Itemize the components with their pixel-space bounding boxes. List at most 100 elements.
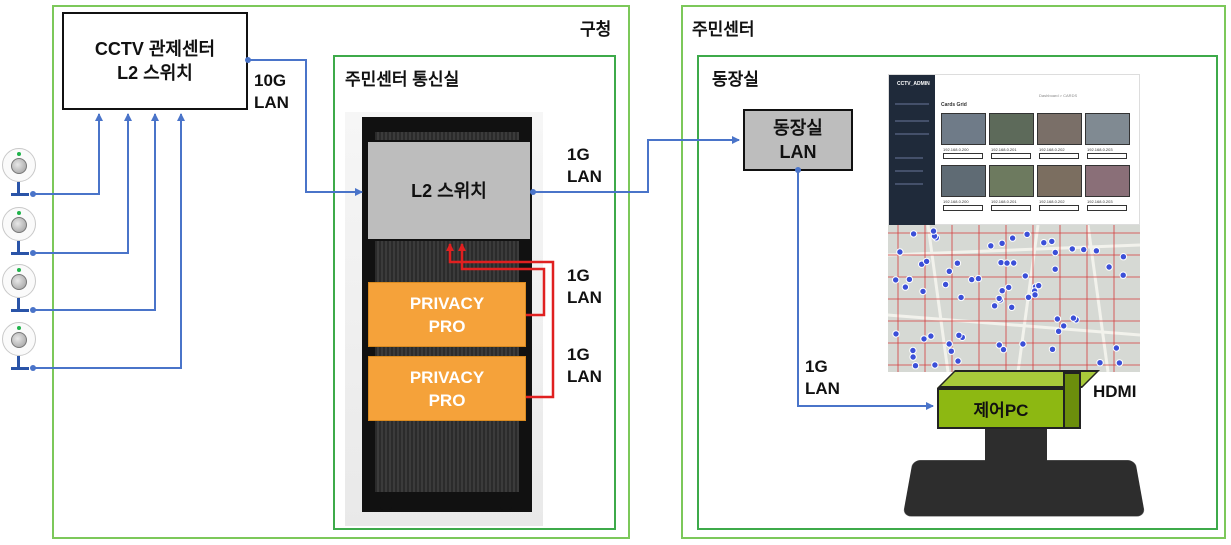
camera-feed-ip: 192.168.0.200 [943, 147, 969, 152]
camera-marker-icon [929, 227, 938, 235]
monitor-sidebar-line [895, 133, 929, 135]
link-1g-switch-speed: 1G [567, 145, 590, 164]
camera-feed-thumbnail [1037, 165, 1082, 197]
camera-marker-icon [945, 340, 953, 348]
link-1g-privacy-2-type: LAN [567, 367, 602, 386]
dong-lan-box: 동장실 LAN [743, 109, 853, 171]
camera-feed-caption-box [1039, 205, 1079, 211]
camera-marker-icon [990, 302, 999, 310]
camera-marker-icon [995, 294, 1003, 303]
camera-marker-icon [953, 259, 962, 267]
link-1g-privacy-1-speed: 1G [567, 266, 590, 285]
camera-marker-icon [1024, 293, 1033, 302]
camera-feed-ip: 192.168.0.200 [943, 199, 969, 204]
camera-mount [17, 356, 20, 368]
privacy-pro-1-line1: PRIVACY [409, 293, 485, 313]
camera-feed-card: 192.168.0.203 [1085, 165, 1130, 213]
link-10g-label: 10G LAN [254, 70, 289, 114]
map-road [887, 243, 1141, 257]
l2-switch-box: L2 스위치 [366, 140, 532, 241]
monitor-sidebar: CCTV_ADMIN [889, 75, 935, 226]
monitor-sidebar-line [895, 170, 923, 172]
camera-feed-card: 192.168.0.200 [941, 165, 986, 213]
map-svg [887, 224, 1141, 373]
camera-feed-thumbnail [989, 113, 1034, 145]
camera-feed-caption-box [1087, 153, 1127, 159]
camera-marker-icon [1115, 359, 1124, 367]
camera-marker-icon [997, 258, 1005, 267]
camera-marker-icon [1069, 314, 1078, 322]
monitor-breadcrumb: Dashboard > CARDS [1039, 93, 1078, 98]
comm-room-label: 주민센터 통신실 [345, 70, 460, 89]
camera-marker-icon [1019, 340, 1027, 348]
camera-marker-icon [987, 242, 995, 250]
monitor-section-title: Cards Grid [941, 102, 967, 108]
camera-marker-icon [920, 335, 928, 343]
camera-marker-icon [974, 274, 983, 283]
camera-marker-icon [1054, 327, 1063, 336]
control-pc-side [1063, 372, 1081, 429]
camera-feed-card: 192.168.0.200 [941, 113, 986, 161]
camera-marker-icon [1003, 259, 1011, 267]
camera-3-icon [2, 264, 36, 314]
camera-feed-thumbnail [941, 165, 986, 197]
camera-feed-ip: 192.168.0.203 [1087, 199, 1113, 204]
monitor-sidebar-line [895, 157, 923, 159]
link-1g-switch-label: 1G LAN [567, 144, 602, 188]
camera-marker-icon [995, 341, 1004, 349]
community-center-zone [681, 5, 1226, 539]
map-road [1086, 224, 1110, 373]
camera-marker-icon [1068, 245, 1077, 253]
monitor-screen: CCTV_ADMIN Dashboard > CARDS Cards Grid … [888, 74, 1140, 226]
camera-feed-caption-box [1039, 153, 1079, 159]
control-pc-label: 제어PC [973, 401, 1029, 420]
privacy-pro-2-line1: PRIVACY [409, 367, 485, 387]
camera-led [17, 326, 21, 330]
monitor-sidebar-line [895, 120, 929, 122]
camera-marker-icon [1096, 359, 1104, 367]
link-1g-switch-type: LAN [567, 167, 602, 186]
camera-lens [11, 332, 27, 348]
stand-base [902, 460, 1146, 517]
privacy-pro-box-1: PRIVACY PRO [368, 282, 526, 347]
camera-feed-caption-box [991, 205, 1031, 211]
camera-marker-icon [945, 267, 953, 275]
camera-lens [11, 158, 27, 174]
camera-2-icon [2, 207, 36, 257]
camera-lens [11, 274, 27, 290]
camera-marker-icon [1008, 234, 1017, 242]
link-1g-dong-pc-speed: 1G [805, 357, 828, 376]
camera-marker-icon [957, 293, 965, 302]
camera-mount-foot [11, 309, 29, 312]
camera-mount [17, 298, 20, 310]
camera-marker-icon [1119, 271, 1127, 279]
camera-marker-icon [931, 361, 939, 369]
camera-marker-icon [1035, 281, 1043, 290]
camera-marker-icon [905, 275, 914, 284]
camera-feed-card: 192.168.0.202 [1037, 113, 1082, 161]
camera-feed-thumbnail [941, 113, 986, 145]
monitor-brand: CCTV_ADMIN [897, 81, 930, 87]
camera-feed-ip: 192.168.0.202 [1039, 199, 1065, 204]
camera-marker-icon [1048, 237, 1056, 246]
link-1g-privacy-1-type: LAN [567, 288, 602, 307]
camera-marker-icon [999, 345, 1008, 354]
camera-feed-ip: 192.168.0.203 [1087, 147, 1113, 152]
camera-feed-thumbnail [1085, 113, 1130, 145]
camera-marker-icon [1010, 259, 1018, 267]
camera-marker-icon [947, 347, 955, 355]
camera-marker-icon [1005, 283, 1013, 292]
link-1g-privacy-1-label: 1G LAN [567, 265, 602, 309]
camera-marker-icon [1040, 239, 1048, 247]
camera-feed-thumbnail [989, 165, 1034, 197]
camera-marker-icon [911, 362, 920, 370]
link-1g-dong-pc-type: LAN [805, 379, 840, 398]
camera-marker-icon [927, 332, 935, 340]
rack-wheel-left [380, 496, 392, 510]
monitor-sidebar-line [895, 183, 923, 185]
privacy-pro-box-2: PRIVACY PRO [368, 356, 526, 421]
camera-feed-card: 192.168.0.201 [989, 165, 1034, 213]
camera-marker-icon [922, 257, 931, 266]
camera-marker-icon [909, 346, 917, 355]
link-10g-speed: 10G [254, 71, 287, 90]
